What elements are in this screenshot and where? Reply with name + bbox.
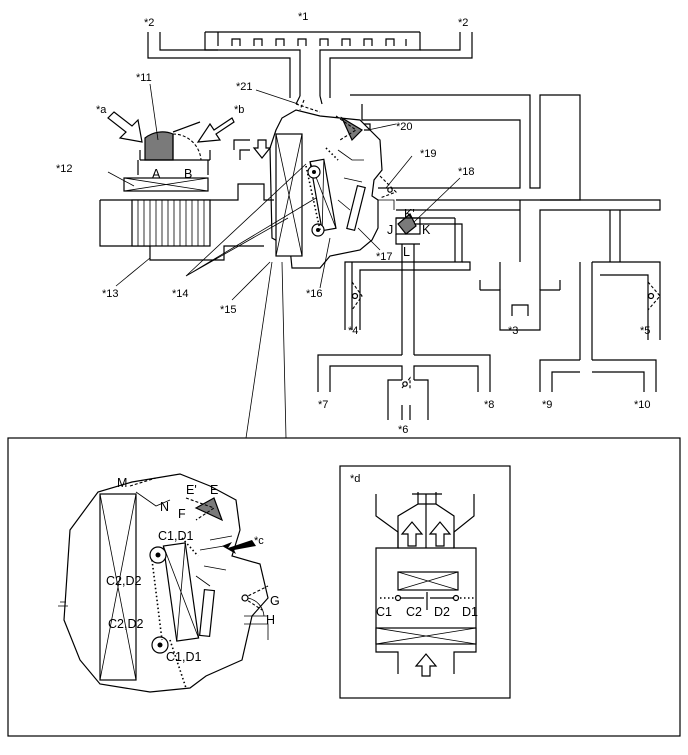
defroster-duct-outlets — [147, 31, 473, 105]
up-arrow-icon — [414, 653, 438, 677]
callout-14: *14 — [172, 288, 189, 300]
detail-label-C1D1-top: C1,D1 — [158, 529, 193, 543]
callout-12: *12 — [56, 163, 73, 175]
callout-11: *11 — [136, 72, 152, 84]
callout-13: *13 — [102, 288, 119, 300]
callout-5: *5 — [640, 325, 650, 337]
detail-label-G: G — [270, 594, 280, 608]
right-duct-system — [317, 94, 661, 420]
schematic-label-D1: D1 — [462, 605, 478, 619]
fresh-air-arrow-icon — [107, 111, 143, 143]
detail-label-C1D1-bottom: C1,D1 — [166, 650, 201, 664]
callout-3: *3 — [508, 325, 518, 337]
recirc-air-arrow-icon — [196, 117, 235, 143]
detail-label-E: E — [210, 483, 218, 497]
callout-15: *15 — [220, 304, 237, 316]
detail-label-C2D2-upper: C2,D2 — [106, 574, 141, 588]
valve-label-L: L — [403, 245, 410, 259]
callout-8: *8 — [484, 399, 494, 411]
callout-18: *18 — [458, 166, 475, 178]
callout-d: *d — [350, 473, 360, 485]
callout-2-right: *2 — [458, 17, 468, 29]
callout-20: *20 — [396, 121, 413, 133]
schematic-label-D2: D2 — [434, 605, 450, 619]
callout-1: *1 — [298, 11, 308, 23]
valve-label-Kprime: K' — [404, 207, 415, 221]
callout-17: *17 — [376, 251, 393, 263]
callout-b: *b — [234, 104, 244, 116]
detail-label-M: M — [117, 476, 127, 490]
airflow-arrow-icon — [222, 540, 256, 554]
valve-label-K: K — [422, 223, 431, 237]
damper-label-B: B — [184, 167, 192, 181]
detail-label-C2D2-lower: C2,D2 — [108, 617, 143, 631]
callout-a: *a — [96, 104, 107, 116]
detail-hvac-unit — [58, 473, 269, 693]
schematic-d — [375, 492, 477, 677]
detail-view-frame — [7, 437, 681, 737]
callout-c: *c — [254, 535, 264, 547]
callout-7: *7 — [318, 399, 328, 411]
valve-label-J: J — [387, 223, 393, 237]
detail-label-Eprime: E' — [186, 483, 197, 497]
damper-label-A: A — [152, 167, 161, 181]
hvac-unit-main — [269, 99, 421, 269]
callout-4: *4 — [348, 325, 358, 337]
callout-2-left: *2 — [144, 17, 154, 29]
callout-16: *16 — [306, 288, 323, 300]
up-arrow-icon — [400, 521, 424, 547]
schematic-label-C2: C2 — [406, 605, 422, 619]
up-arrow-icon — [428, 521, 452, 547]
detail-label-F: F — [178, 507, 186, 521]
leader-lines-top — [107, 83, 461, 301]
callout-19: *19 — [420, 148, 437, 160]
detail-label-H: H — [266, 613, 275, 627]
schematic-d-frame — [339, 465, 511, 699]
detail-label-N: N — [160, 500, 169, 514]
callout-10: *10 — [634, 399, 651, 411]
schematic-label-C1: C1 — [376, 605, 392, 619]
blower-assembly — [99, 111, 274, 261]
callout-6: *6 — [398, 424, 408, 436]
callout-9: *9 — [542, 399, 552, 411]
callout-21: *21 — [236, 81, 253, 93]
